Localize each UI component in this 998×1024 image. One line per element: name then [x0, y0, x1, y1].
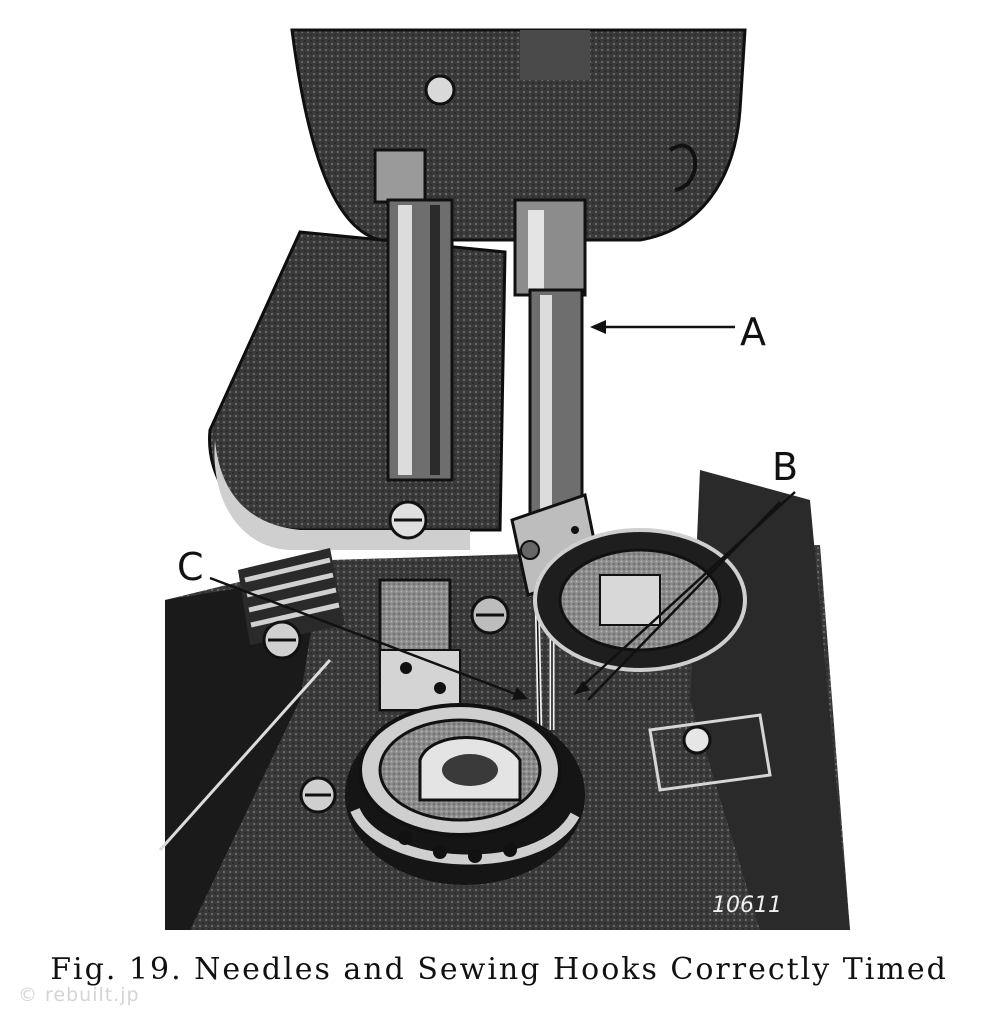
sewing-machine-illustration: A B C 10611 [158, 28, 850, 930]
bed-edge-highlight [158, 658, 332, 852]
presser-foot-plate [208, 230, 507, 550]
label-b: B [772, 445, 798, 489]
right-needle-bar [513, 198, 587, 522]
pointer-a: A [590, 310, 766, 354]
watermark: © rebuilt.jp [18, 984, 140, 1006]
plate-number: 10611 [712, 893, 782, 918]
label-a: A [740, 310, 766, 354]
left-needle-bar [373, 148, 454, 482]
pointer-b: B [573, 445, 798, 701]
label-c: C [177, 545, 204, 589]
figure: A B C 10611 [158, 28, 850, 930]
feed-dog [238, 548, 345, 645]
pointer-c: C [177, 545, 528, 700]
rear-sewing-hook [533, 528, 747, 672]
front-sewing-hook [345, 703, 585, 885]
figure-caption: Fig. 19. Needles and Sewing Hooks Correc… [50, 952, 948, 987]
